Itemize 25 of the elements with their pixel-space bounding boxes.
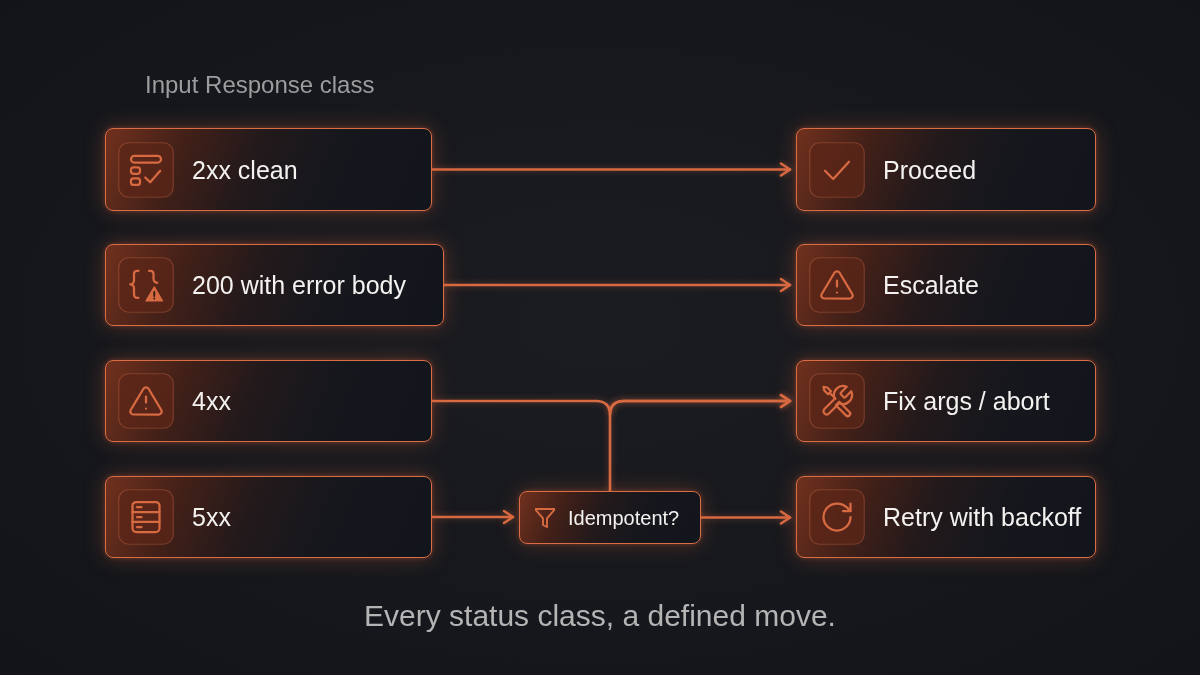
action-box [796,244,1096,326]
arrow [430,162,792,177]
node-label: 200 with error body [192,270,406,300]
node-label: 4xx [192,386,231,416]
decision-box [519,491,701,544]
status-class-box [105,244,444,326]
node-label: Idempotent? [568,505,680,530]
action-box [796,360,1096,442]
node-label: 5xx [192,502,231,532]
node-label: Proceed [883,154,977,185]
status-class-box [105,476,432,558]
arrow [442,277,792,293]
action-box [796,476,1096,558]
status-class-box [105,128,432,211]
node-label: Retry with backoff [883,502,1082,532]
caption: Every status class, a defined move. [364,599,836,633]
arrow [699,510,792,525]
arrow [608,393,792,493]
arrow [430,509,515,525]
action-box [796,128,1096,211]
node-label: Fix args / abort [883,386,1050,416]
column-header: Input Response class [145,71,375,99]
node-label: 2xx clean [192,154,298,185]
node-label: Escalate [883,270,979,300]
status-class-box [105,360,432,442]
